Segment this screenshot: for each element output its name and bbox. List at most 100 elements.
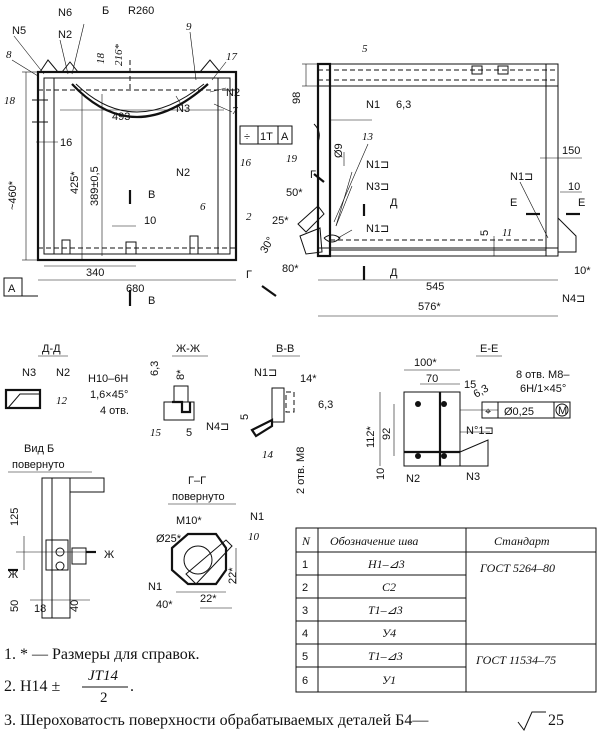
section-zz-n15: 15	[150, 427, 162, 439]
section-dd: Д-Д N3 N2 12	[4, 343, 70, 410]
note-2-denominator: 2	[100, 690, 108, 706]
side-label-d98: 98	[291, 92, 303, 104]
weld-row-1-n: 1	[302, 559, 308, 571]
label-section-v2: В	[148, 295, 155, 307]
section-ee-holes1: 8 отв. M8–	[516, 369, 570, 381]
section-ee-n2: N2	[406, 473, 420, 485]
label-n6: N6	[58, 7, 72, 19]
section-vv-d14: 14*	[300, 373, 317, 385]
note-3: 3. Шероховатость поверхности обрабатывае…	[4, 712, 429, 729]
section-gg-n1b: N1	[148, 581, 162, 593]
view-b-d50: 50	[9, 600, 21, 612]
section-vv: В-В N1⊐ 14* 5 6,3 14 2 отв. M8	[239, 343, 333, 494]
section-gg-n10: 10	[248, 531, 260, 543]
side-label-n11: 11	[502, 227, 512, 239]
section-ee-tol-val: Ø0,25	[504, 406, 534, 418]
label-n2-right: N2	[226, 87, 240, 99]
section-vv-d5: 5	[239, 414, 251, 420]
section-ee-d10: 10	[375, 468, 387, 480]
note-2-prefix: 2. H14 ±	[4, 678, 61, 695]
side-label-n5: 5	[362, 43, 368, 55]
side-label-d10b: 10*	[574, 265, 591, 277]
view-b-title2: повернуто	[12, 459, 65, 471]
label-d493: 493	[112, 111, 130, 123]
weld-row-2-code: С2	[382, 580, 396, 594]
side-label-d576: 576*	[418, 301, 441, 313]
side-label-sec-d1: Д	[390, 197, 398, 209]
label-n2-center: N2	[176, 167, 190, 179]
side-label-sec-d2: Д	[390, 267, 398, 279]
view-b-d18: 18	[34, 603, 46, 615]
section-gg-title2: повернуто	[172, 491, 225, 503]
label-d425: 425*	[69, 171, 81, 194]
label-n8: 8	[6, 49, 12, 61]
view-b-title1: Вид Б	[24, 443, 54, 455]
note-2-numerator: JT14	[88, 668, 118, 684]
section-vv-n14: 14	[262, 449, 274, 461]
section-vv-holes: 2 отв. M8	[295, 447, 307, 494]
side-label-n1b: N1⊐	[366, 159, 389, 171]
label-n6b: 6	[200, 201, 206, 213]
weld-row-3-n: 3	[302, 605, 308, 617]
label-d10: 10	[144, 215, 156, 227]
section-zz-title: Ж-Ж	[176, 343, 200, 355]
section-ee-n1: N°1⊐	[466, 425, 494, 437]
weld-row-6-n: 6	[302, 675, 308, 687]
section-ee-d112: 112*	[365, 425, 377, 448]
side-label-d10: 10	[568, 181, 580, 193]
label-d16: 16	[60, 137, 72, 149]
weld-table-header-standard: Стандарт	[494, 534, 550, 548]
section-ee-tol-pos: ⌖	[485, 406, 491, 418]
weld-row-3-code: Т1–⊿3	[368, 603, 403, 617]
label-d216: 216*	[113, 44, 125, 67]
section-ee-n3: N3	[466, 471, 480, 483]
section-gg-m10: M10*	[176, 515, 202, 527]
section-gg-d25: Ø25*	[156, 533, 182, 545]
section-ee-tol-m: M	[558, 405, 567, 417]
side-label-n19: 19	[286, 153, 298, 165]
side-label-n1a: N1	[366, 99, 380, 111]
label-n9: 9	[186, 21, 192, 33]
section-ee-d100: 100*	[414, 357, 437, 369]
section-ee-title: Е-Е	[480, 343, 498, 355]
roughness-check-icon	[517, 711, 546, 731]
side-label-sec-g2: Г	[246, 269, 252, 281]
side-label-d25: 25*	[272, 215, 289, 227]
label-d460: ~460*	[7, 180, 19, 210]
section-dd-n2: N2	[56, 367, 70, 379]
note-1: 1. * — Размеры для справок.	[4, 646, 200, 663]
label-n2-top: N2	[58, 29, 72, 41]
side-label-d30: 30°	[258, 235, 277, 255]
view-b-d125: 125	[9, 508, 21, 526]
label-b-mark: Б	[102, 5, 109, 17]
weld-table: N Обозначение шва Стандарт 1 Н1–⊿3 2 С2 …	[295, 527, 597, 693]
label-view-a: А	[8, 283, 16, 295]
weld-row-4-n: 4	[302, 628, 308, 640]
label-n18: 18	[4, 95, 16, 107]
weld-table-header-code: Обозначение шва	[330, 534, 418, 548]
weld-table-header-n: N	[301, 534, 311, 548]
section-gg: Г–Г повернуто M10* Ø25* N1 10 N1 40* 22*…	[148, 475, 264, 611]
weld-row-5-code: Т1–⊿3	[368, 649, 403, 663]
section-zz-r63: 6,3	[149, 361, 161, 376]
weld-standard-1: ГОСТ 5264–80	[479, 561, 555, 575]
label-section-v: В	[148, 189, 155, 201]
weld-row-6-code: У1	[382, 673, 396, 687]
section-ee-d70: 70	[426, 373, 438, 385]
label-n17: 17	[226, 51, 238, 63]
section-zz-d5: 5	[186, 427, 192, 439]
label-r260: R260	[128, 5, 154, 17]
label-d18a: 18	[95, 53, 107, 65]
main-view: N5 N6 N2 Б R260 9 17 8 18 216* N2 7 N3 4…	[3, 5, 293, 307]
side-label-d9: Ø9	[333, 143, 345, 158]
weld-row-5-n: 5	[302, 651, 308, 663]
side-label-n1-right: N1⊐	[510, 171, 533, 183]
view-b-d40: 40	[69, 600, 81, 612]
tol-ref: А	[281, 131, 289, 143]
side-label-d50: 50*	[286, 187, 303, 199]
weld-row-2-n: 2	[302, 582, 308, 594]
section-zz-holes: 4 отв.	[100, 405, 129, 417]
label-d340: 340	[86, 267, 104, 279]
label-n3: N3	[176, 103, 190, 115]
